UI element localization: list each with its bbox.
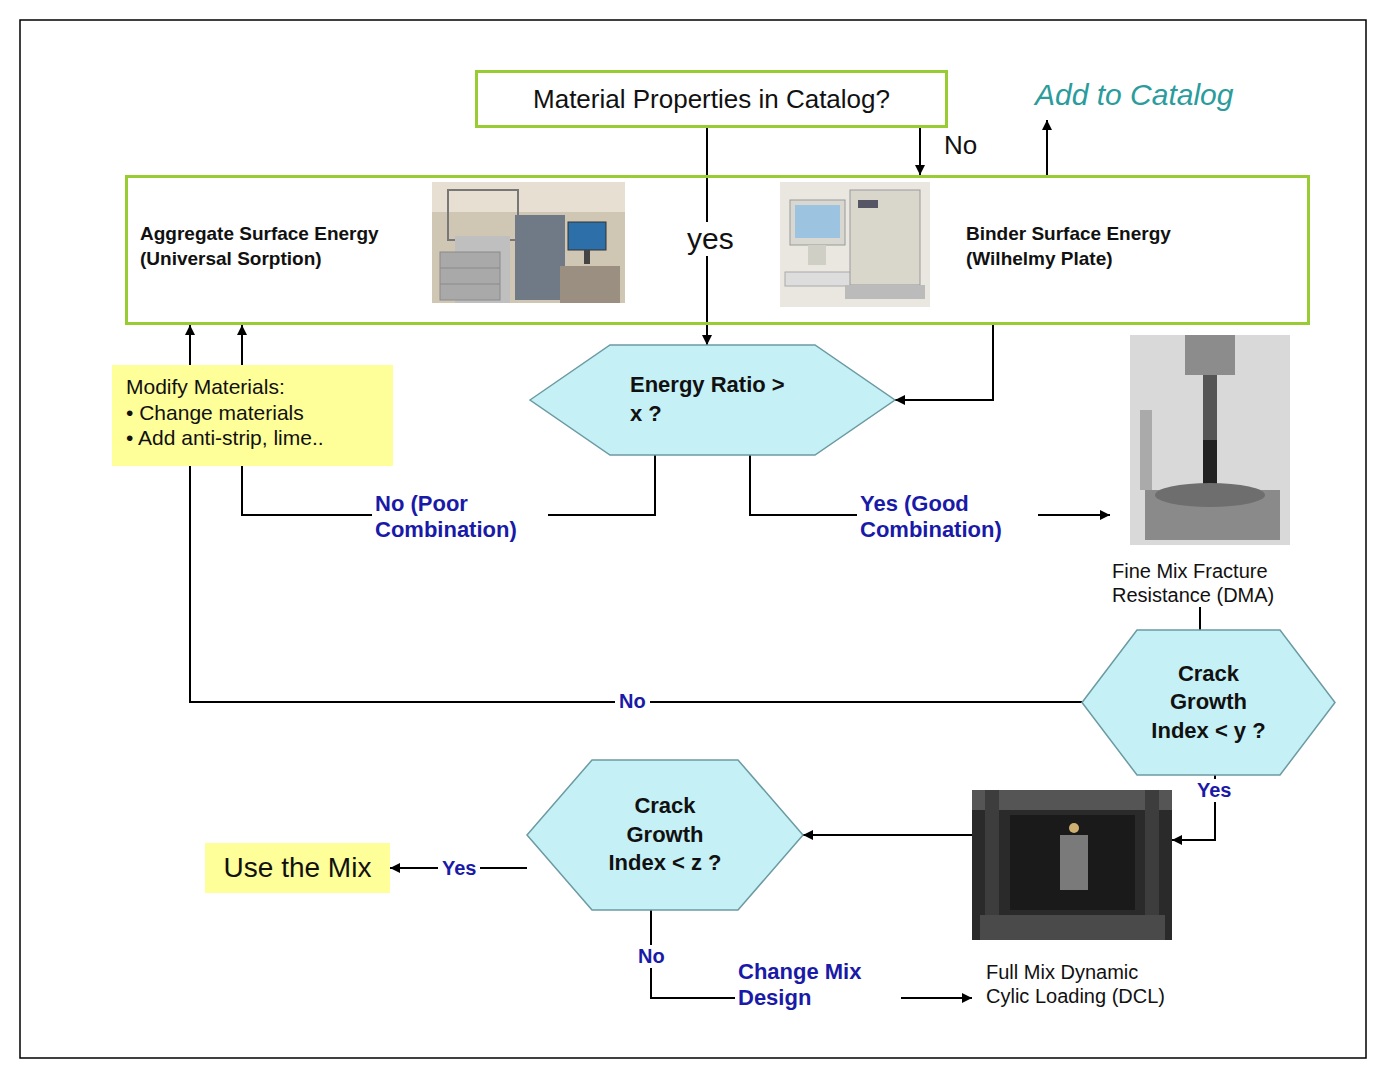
edge-label: No [615, 690, 650, 713]
photo-ground [972, 790, 1172, 940]
edge-label-holder: yes [684, 222, 737, 256]
monitor-base [808, 245, 826, 265]
chamber [1010, 815, 1135, 910]
connector [803, 834, 972, 836]
edge-label-holder: No (Poor Combination) [372, 490, 548, 545]
node-text: Crack Growth Index < z ? [603, 792, 728, 878]
test-photo-node: Fine Mix Fracture Resistance (DMA) [1110, 335, 1298, 607]
edge-note: Change Mix Design [735, 958, 901, 1013]
instrument [850, 190, 920, 285]
edge-label-holder: No [615, 690, 650, 713]
ring [1155, 483, 1265, 507]
edge-label: Yes [438, 857, 480, 880]
node-text: Aggregate Surface Energy (Universal Sorp… [140, 222, 425, 271]
action-box: Modify Materials:• Change materials• Add… [112, 365, 393, 466]
label-holder: Add to Catalog [1035, 78, 1233, 112]
edge-label: Yes [1194, 779, 1234, 802]
desk [560, 266, 620, 303]
connector [189, 325, 191, 365]
connector [241, 325, 243, 365]
instrument-panel [858, 200, 878, 208]
block-line [440, 284, 500, 285]
test-photo-node: Full Mix Dynamic Cylic Loading (DCL) [972, 790, 1172, 1008]
block-line [440, 268, 500, 269]
edge-label-holder: No [636, 945, 667, 968]
result-box: Use the Mix [205, 843, 390, 893]
monitor [790, 200, 845, 245]
decision-hexagon: Crack Growth Index < z ? [527, 760, 803, 910]
photo-ground [432, 182, 625, 303]
block-stack [440, 252, 500, 300]
connector [919, 128, 921, 175]
top-plate [972, 790, 1172, 810]
photo-wall [432, 182, 625, 212]
wilhelmy-plate-photo [780, 182, 930, 307]
screen [795, 205, 840, 238]
hexagon-shape [527, 760, 803, 910]
dma-photo [1130, 335, 1290, 545]
hexagon-outline [530, 345, 895, 455]
specimen [1060, 835, 1088, 890]
edge-label: Yes (Good Combination) [857, 490, 1038, 545]
edge-label: No [942, 130, 979, 161]
hexagon-shape [530, 345, 895, 455]
hexagon-shape [1082, 630, 1335, 775]
node-text: Modify Materials: [126, 374, 379, 400]
specimen [1203, 440, 1217, 485]
connector [895, 325, 993, 400]
edge-label-holder: Yes [438, 857, 480, 880]
catalog-note: Add to Catalog [1035, 78, 1233, 112]
outer-frame [20, 20, 1366, 1058]
node-text: Crack Growth Index < y ? [1146, 660, 1271, 746]
keyboard [785, 272, 860, 286]
monitor-stand [584, 250, 590, 264]
label-holder: Change Mix Design [735, 958, 901, 1013]
shaft [1203, 375, 1217, 445]
monitor [568, 222, 606, 250]
connector [1199, 607, 1201, 630]
sorption-lab-photo [432, 182, 625, 303]
photo-ground [1130, 335, 1290, 545]
photo-ground [780, 182, 930, 307]
edge-label: No [636, 945, 667, 968]
catalog-arrow [1046, 120, 1048, 175]
edge-label: No (Poor Combination) [372, 490, 548, 545]
node-text: Binder Surface Energy (Wilhelmy Plate) [966, 222, 1231, 271]
node-text: • Change materials [126, 400, 379, 426]
edge-label-holder: No [942, 130, 979, 161]
machine-head [1185, 335, 1235, 375]
stand [1140, 410, 1152, 490]
bench [845, 285, 925, 299]
apparatus-frame [448, 190, 518, 240]
decision-hexagon: Crack Growth Index < y ? [1082, 630, 1335, 775]
edge-label-holder: Yes [1194, 779, 1234, 802]
node-text: Use the Mix [224, 852, 372, 884]
question-box: Material Properties in Catalog? [475, 70, 948, 128]
edge-label: yes [684, 222, 737, 256]
dcl-photo [972, 790, 1172, 940]
light [1069, 823, 1079, 833]
instrument [515, 215, 565, 300]
base [980, 915, 1165, 940]
connector [190, 466, 1082, 702]
node-text: Material Properties in Catalog? [533, 84, 890, 115]
edge-label-holder: Yes (Good Combination) [857, 490, 1038, 545]
node-text: Fine Mix Fracture Resistance (DMA) [1110, 559, 1296, 607]
decision-hexagon: Energy Ratio > x ? [530, 345, 895, 455]
node-text: Full Mix Dynamic Cylic Loading (DCL) [972, 960, 1170, 1008]
node-text: • Add anti-strip, lime.. [126, 425, 379, 451]
node-text: Energy Ratio > x ? [630, 371, 795, 428]
